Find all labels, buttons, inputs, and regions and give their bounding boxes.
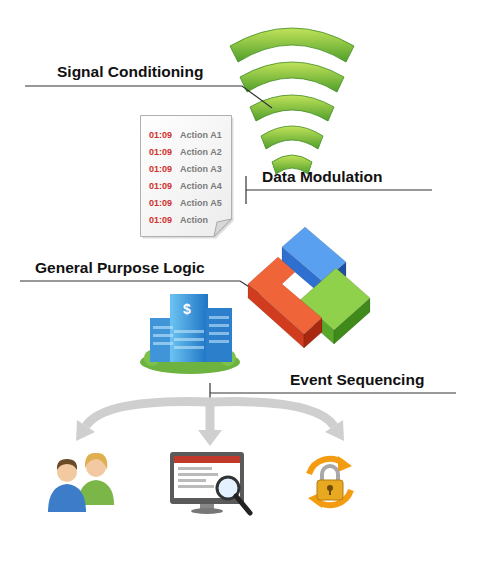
action-entry: Action A4 bbox=[180, 182, 222, 192]
action-entry: Action A5 bbox=[180, 199, 222, 209]
wifi-signal-icon bbox=[230, 28, 354, 174]
building-icon bbox=[140, 294, 240, 374]
action-entry: Action A3 bbox=[180, 165, 222, 175]
section-label: Signal Conditioning bbox=[57, 63, 203, 80]
timestamp: 01:09 bbox=[149, 216, 172, 226]
leader-lines bbox=[20, 86, 456, 403]
document-sheet bbox=[141, 116, 232, 237]
action-entry: Action bbox=[180, 216, 208, 226]
timestamp: 01:09 bbox=[149, 165, 172, 175]
section-label: General Purpose Logic bbox=[35, 259, 205, 276]
section-label: Event Sequencing bbox=[290, 371, 424, 388]
currency-sign: $ bbox=[183, 302, 191, 317]
timestamp: 01:09 bbox=[149, 182, 172, 192]
distribution-arrows bbox=[76, 402, 344, 446]
document-page: 01:09Action A101:09Action A201:09Action … bbox=[140, 115, 232, 237]
section-label: Data Modulation bbox=[262, 168, 383, 185]
action-entry: Action A2 bbox=[180, 148, 222, 158]
timestamp: 01:09 bbox=[149, 131, 172, 141]
lock-icon bbox=[308, 456, 352, 508]
action-entry: Action A1 bbox=[180, 131, 222, 141]
timestamp: 01:09 bbox=[149, 199, 172, 209]
monitor-icon bbox=[170, 452, 250, 514]
logic-blocks-icon bbox=[248, 227, 370, 348]
page-curl bbox=[214, 219, 232, 237]
timestamp: 01:09 bbox=[149, 148, 172, 158]
people-icon bbox=[48, 453, 114, 512]
